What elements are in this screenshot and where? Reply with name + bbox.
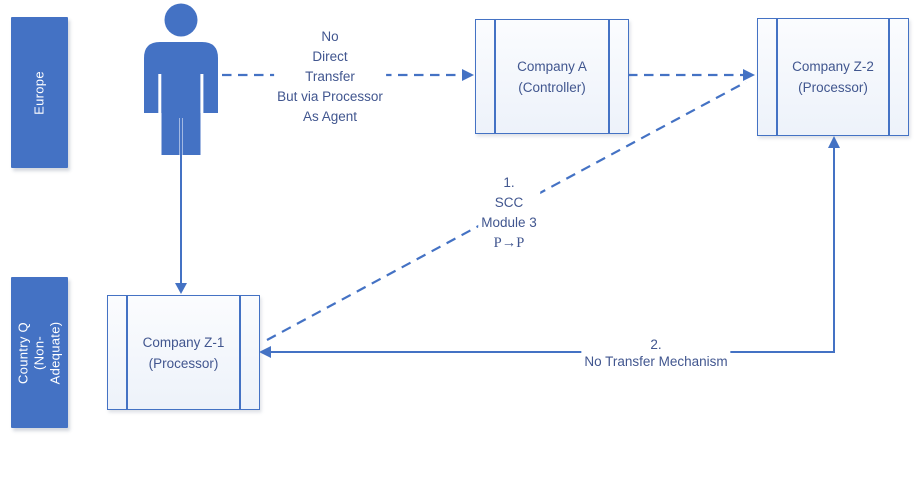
edge-company-a-to-z2-arrowhead — [743, 69, 755, 81]
person-legs — [161, 106, 201, 155]
node-company-z2: Company Z-2 (Processor) — [757, 18, 909, 136]
side-bar-left — [776, 19, 778, 135]
edge-z2-z1-arrowhead-up — [828, 136, 840, 148]
person-torso-arms — [144, 42, 218, 113]
region-band-country-q: Country Q (Non-Adequate) — [11, 277, 68, 428]
person-arm-gap-right — [200, 74, 204, 113]
side-bar-left — [494, 20, 496, 133]
person-head — [164, 3, 198, 37]
scc-label-text: 1. SCC Module 3 — [481, 175, 537, 230]
person-arm-gap-left — [158, 74, 162, 113]
side-bar-right — [608, 20, 610, 133]
node-label-company-z2: Company Z-2 (Processor) — [792, 59, 874, 95]
person-icon — [144, 3, 218, 155]
side-bar-left — [126, 296, 128, 409]
person-leg-gap — [179, 118, 183, 155]
side-bar-right — [888, 19, 890, 135]
node-company-a: Company A (Controller) — [475, 19, 629, 134]
scc-label-p-to-p: P→P — [493, 235, 525, 251]
edge-z2-z1-arrowhead-left — [259, 346, 271, 358]
node-label-company-a: Company A (Controller) — [517, 58, 587, 95]
region-label-country-q: Country Q (Non-Adequate) — [15, 321, 63, 384]
region-label-europe: Europe — [31, 70, 47, 115]
region-band-europe: Europe — [11, 17, 68, 168]
edge-person-to-company-a-arrowhead — [462, 69, 474, 81]
node-label-company-z1: Company Z-1 (Processor) — [142, 334, 225, 371]
edge-label-scc-module-3: 1. SCC Module 3 P→P — [478, 153, 540, 273]
edge-z2-z1-elbow-line — [271, 147, 835, 353]
edge-person-to-z1-arrowhead — [175, 283, 187, 294]
edge-label-no-transfer-mechanism: 2. No Transfer Mechanism — [581, 336, 731, 370]
edge-label-no-direct-transfer: No Direct Transfer But via Processor As … — [274, 27, 386, 127]
node-company-z1: Company Z-1 (Processor) — [107, 295, 260, 410]
side-bar-right — [239, 296, 241, 409]
